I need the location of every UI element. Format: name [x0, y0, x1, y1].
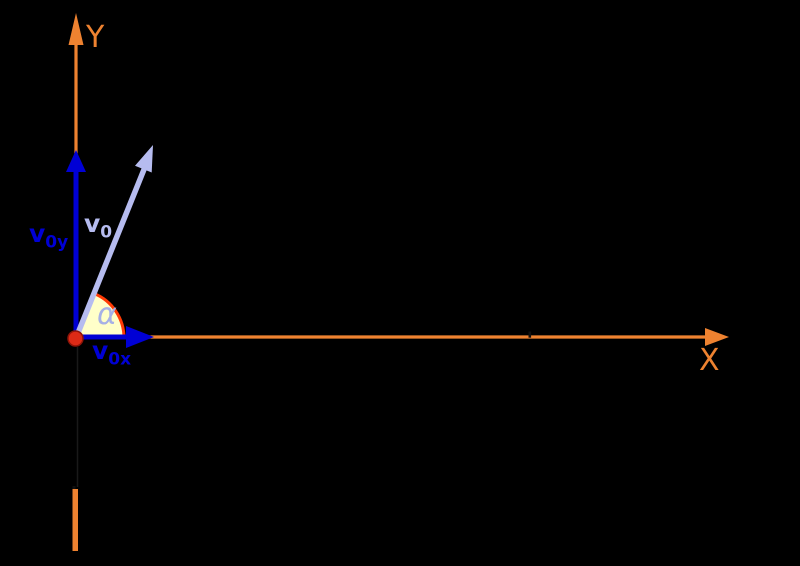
v0y-label: v0y [29, 221, 68, 251]
neg-y-axis-segment [72, 489, 78, 551]
y-axis-arrowhead [68, 13, 84, 45]
v0y-vector-arrowhead [66, 150, 86, 172]
v0-label: v0 [84, 211, 112, 241]
v0x-label: v0x [92, 338, 131, 368]
angle-wedge [76, 293, 124, 338]
v0-vector-line [73, 165, 148, 340]
x-axis-tick-notch [528, 331, 532, 338]
v0-vector-arrowhead [135, 145, 153, 173]
v0x-vector-arrowhead [126, 326, 154, 348]
angle-arc-stroke [93, 292, 126, 339]
v0x-label-sub: 0x [108, 349, 132, 370]
v0x-label-main: v [92, 336, 109, 365]
v0-label-main: v [84, 209, 101, 238]
v0y-label-sub: 0y [45, 232, 69, 253]
alpha-angle-label: α [97, 297, 117, 332]
x-axis-label: X [699, 343, 720, 378]
x-axis-arrowhead [705, 328, 729, 346]
y-axis-label: Y [86, 20, 105, 55]
neg-y-axis-notch [72, 486, 76, 491]
v0-label-sub: 0 [100, 222, 113, 243]
v0y-label-main: v [29, 219, 46, 248]
origin-dot [67, 330, 84, 347]
